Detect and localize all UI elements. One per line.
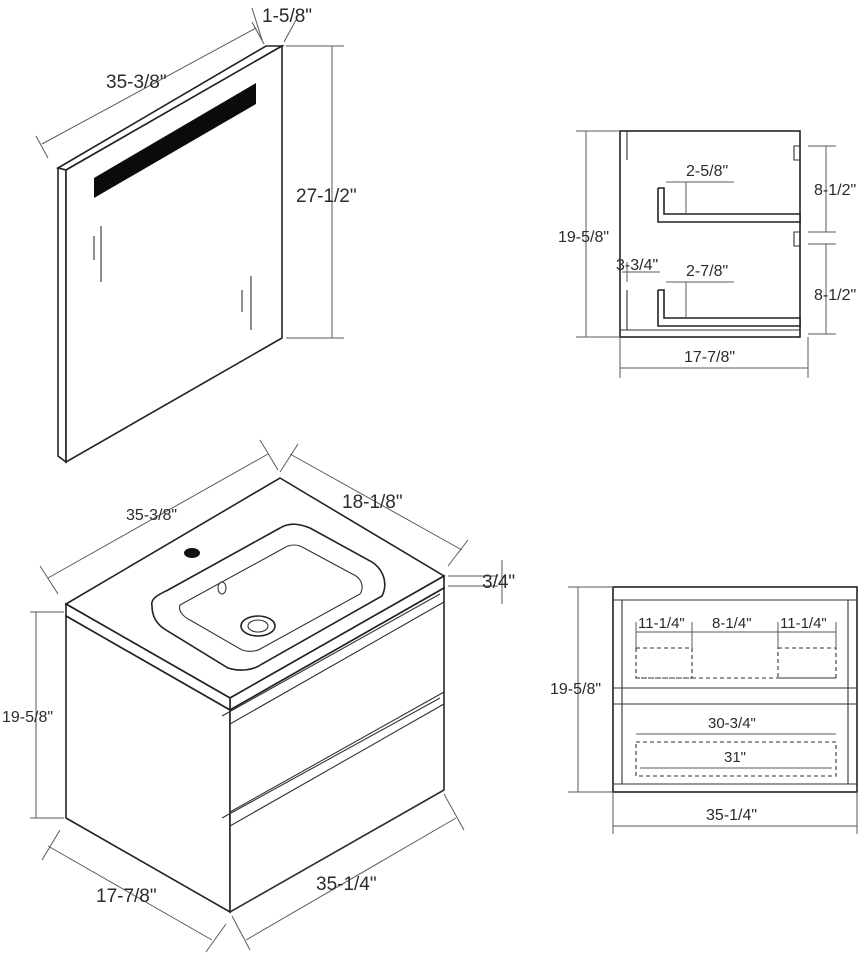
top-width-dim-line: [47, 453, 269, 579]
front-section-outline: [612, 586, 858, 793]
mirror-width-label: 35-3/8": [106, 72, 167, 93]
faucet-hole: [184, 548, 200, 558]
side-depth-ext-a: [41, 829, 61, 861]
mirror-light-strip: [94, 83, 256, 198]
lower-drawer-front: [229, 703, 445, 913]
lower-drawer-height-label: 8-1/2": [814, 287, 856, 304]
mirror-width-ext-left: [35, 135, 49, 159]
front-width-dim-line: [245, 817, 457, 941]
upper-drawer-handle-groove: [221, 593, 441, 717]
mirror-depth-label: 1-5/8": [262, 6, 312, 27]
top-depth-label: 18-1/8": [342, 492, 403, 513]
front-width-ext-a: [231, 915, 251, 951]
side-section-outline: [619, 130, 801, 338]
upper-drawer-height-label: 8-1/2": [814, 182, 856, 199]
top-depth-dim-line: [289, 453, 463, 551]
lower-drawer-dash: [635, 741, 837, 777]
front-section-view: 11-1/4" 8-1/4" 11-1/4" 30-3/4" 31" 19-5/…: [550, 586, 858, 834]
mirror-height-label: 27-1/2": [296, 186, 357, 207]
top-width-ext-right: [259, 439, 279, 471]
back-gap-label: 3-3/4": [616, 257, 658, 274]
side-depth-dim-line-3d: [47, 845, 213, 941]
mirror-width-dim-line: [41, 27, 257, 145]
mirror-view: 35-3/8" 1-5/8" 27-1/2": [35, 6, 357, 464]
right-cutout-label: 11-1/4": [780, 615, 827, 632]
drain-inner: [247, 619, 269, 633]
mirror-side: [57, 166, 67, 464]
center-gap-label: 8-1/4": [712, 615, 752, 632]
front-width-label: 35-1/4": [316, 874, 377, 895]
upper-drawer-front: [229, 601, 445, 813]
mirror-face: [65, 44, 283, 464]
front-height-label: 19-5/8": [550, 681, 601, 698]
top-width-label: 35-3/8": [126, 507, 177, 524]
mirror-depth-tick-a: [251, 7, 263, 41]
side-depth-ext-b: [205, 923, 227, 953]
side-front-notch-upper: [793, 145, 800, 161]
front-width-ext-b: [443, 793, 465, 831]
overflow-hole: [217, 581, 227, 595]
drain: [240, 615, 276, 637]
lower-inset-label: 2-7/8": [686, 263, 728, 280]
side-section-view: 19-5/8" 17-7/8" 8-1/2" 8-1/2" 2-5/8" 2-7…: [558, 130, 856, 378]
upper-inset-label: 2-5/8": [686, 163, 728, 180]
side-front-notch-mid: [793, 231, 800, 247]
front-section-width-label: 35-1/4": [706, 807, 757, 824]
mirror-width-ext-right: [251, 21, 265, 45]
upper-drawer-profile: [657, 187, 801, 223]
top-width-ext-left: [39, 565, 59, 595]
side-depth-label: 17-7/8": [684, 349, 735, 366]
side-depth-label-3d: 17-7/8": [96, 886, 157, 907]
lower-drawer-profile: [657, 289, 801, 327]
side-height-label: 19-5/8": [558, 229, 609, 246]
top-depth-ext-bottom: [447, 539, 469, 567]
mirror-depth-tick-b: [283, 19, 297, 43]
cabinet-view: 35-3/8" 18-1/8" 3/4" 19-5/8" 17-7/8" 35-…: [2, 439, 515, 953]
lower-outer-label: 30-3/4": [708, 715, 756, 732]
basin-inner: [178, 544, 363, 652]
cabinet-height-label: 19-5/8": [2, 709, 53, 726]
top-thickness-label: 3/4": [482, 572, 515, 593]
top-depth-ext-top: [279, 443, 299, 473]
lower-drawer-handle-groove: [221, 697, 441, 819]
left-cutout-label: 11-1/4": [638, 615, 685, 632]
upper-right-cutout: [777, 647, 837, 679]
lower-inner-label: 31": [724, 749, 746, 766]
